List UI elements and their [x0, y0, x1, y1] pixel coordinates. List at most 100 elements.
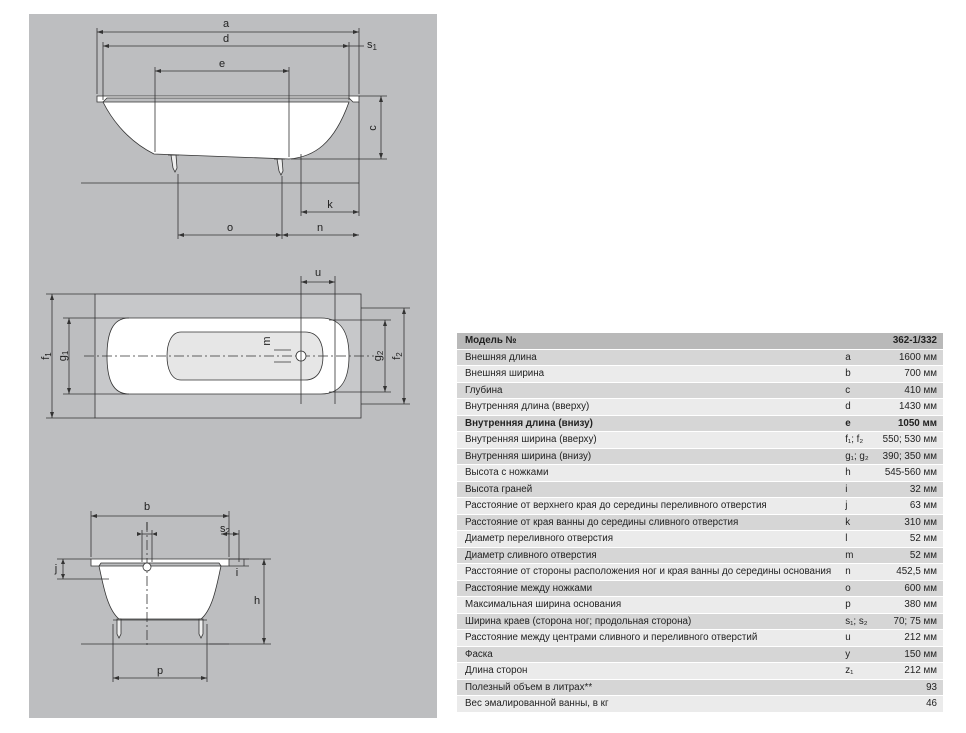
- spec-label: Расстояние от края ванны до середины сли…: [457, 514, 838, 531]
- spec-label: Высота граней: [457, 481, 838, 498]
- spec-value: 46: [874, 695, 943, 713]
- spec-value: 1430 мм: [874, 398, 943, 416]
- spec-symbol: m: [837, 547, 875, 564]
- spec-symbol: l: [837, 530, 875, 548]
- dim-label-j: j: [54, 563, 57, 575]
- dim-label-o: o: [227, 222, 233, 234]
- spec-symbol: y: [837, 646, 875, 663]
- spec-label: Внутренняя длина (вверху): [457, 398, 838, 416]
- spec-symbol: c: [837, 382, 875, 399]
- dim-label-p: p: [157, 665, 163, 677]
- spec-label: Диаметр сливного отверстия: [457, 547, 838, 564]
- spec-value: 212 мм: [874, 662, 943, 680]
- spec-label: Внутренняя ширина (вверху): [457, 431, 838, 449]
- dim-label-m: m: [261, 336, 273, 345]
- spec-symbol: d: [837, 398, 875, 416]
- spec-value: 452,5 мм: [874, 563, 943, 581]
- spec-label: Внутренняя длина (внизу): [457, 415, 838, 432]
- spec-label: Ширина краев (сторона ног; продольная ст…: [457, 613, 838, 630]
- spec-value: 410 мм: [874, 382, 943, 399]
- spec-label: Вес эмалированной ванны, в кг: [457, 695, 838, 713]
- spec-symbol: e: [837, 415, 875, 432]
- table-header-row: Модель № 362-1/332: [457, 333, 943, 350]
- model-symbol: [837, 333, 875, 350]
- spec-label: Расстояние между центрами сливного и пер…: [457, 629, 838, 647]
- top-view-drawing: [46, 276, 410, 419]
- spec-symbol: p: [837, 596, 875, 614]
- spec-symbol: o: [837, 580, 875, 597]
- spec-label: Внешняя длина: [457, 349, 838, 366]
- spec-value: 32 мм: [874, 481, 943, 498]
- technical-drawing-panel: a d e s1 c k o n u m f1 g1 g2 f2 b l s2 …: [29, 14, 437, 718]
- dim-label-i: i: [236, 567, 238, 579]
- spec-label: Внешняя ширина: [457, 365, 838, 383]
- spec-value: 700 мм: [874, 365, 943, 383]
- spec-label: Максимальная ширина основания: [457, 596, 838, 614]
- model-label: Модель №: [457, 333, 838, 350]
- spec-value: 545-560 мм: [874, 464, 943, 482]
- table-row: Вес эмалированной ванны, в кг 46: [457, 695, 943, 713]
- spec-symbol: [837, 679, 875, 696]
- spec-value: 70; 75 мм: [874, 613, 943, 630]
- spec-label: Глубина: [457, 382, 838, 399]
- dim-label-f2: f2: [391, 352, 404, 360]
- table-row: Расстояние от края ванны до середины сли…: [457, 514, 943, 531]
- table-row: Полезный объем в литрах** 93: [457, 679, 943, 696]
- dim-label-h: h: [254, 595, 260, 607]
- model-number: 362-1/332: [874, 333, 943, 350]
- spec-value: 600 мм: [874, 580, 943, 597]
- dim-label-s1: s1: [367, 39, 378, 52]
- spec-value: 550; 530 мм: [874, 431, 943, 449]
- spec-symbol: a: [837, 349, 875, 366]
- dim-label-l: l: [146, 521, 148, 533]
- spec-value: 63 мм: [874, 497, 943, 515]
- side-view-drawing: [81, 28, 387, 239]
- dim-label-g1: g1: [57, 350, 70, 361]
- dim-label-n: n: [317, 222, 323, 234]
- end-view-drawing: [57, 511, 271, 682]
- spec-symbol: k: [837, 514, 875, 531]
- spec-value: 150 мм: [874, 646, 943, 663]
- table-row: Расстояние от верхнего края до середины …: [457, 497, 943, 515]
- dim-label-k: k: [327, 199, 333, 211]
- spec-value: 93: [874, 679, 943, 696]
- spec-symbol: u: [837, 629, 875, 647]
- spec-label: Расстояние от верхнего края до середины …: [457, 497, 838, 515]
- spec-value: 52 мм: [874, 530, 943, 548]
- spec-label: Диаметр переливного отверстия: [457, 530, 838, 548]
- dim-label-s2: s2: [220, 523, 231, 536]
- spec-label: Внутренняя ширина (внизу): [457, 448, 838, 465]
- table-row: Расстояние от стороны расположения ног и…: [457, 563, 943, 581]
- spec-value: 212 мм: [874, 629, 943, 647]
- spec-value: 52 мм: [874, 547, 943, 564]
- spec-label: Полезный объем в литрах**: [457, 679, 838, 696]
- spec-label: Фаска: [457, 646, 838, 663]
- spec-label: Расстояние от стороны расположения ног и…: [457, 563, 838, 581]
- spec-symbol: j: [837, 497, 875, 515]
- spec-symbol: s₁; s₂: [837, 613, 875, 630]
- table-row: Расстояние между центрами сливного и пер…: [457, 629, 943, 647]
- dim-label-c: c: [367, 125, 379, 131]
- spec-value: 390; 350 мм: [874, 448, 943, 465]
- spec-value: 310 мм: [874, 514, 943, 531]
- end-view-arrows: [61, 514, 266, 680]
- spec-label: Высота с ножками: [457, 464, 838, 482]
- dim-label-b: b: [144, 501, 150, 513]
- spec-symbol: b: [837, 365, 875, 383]
- dim-label-e: e: [219, 58, 225, 70]
